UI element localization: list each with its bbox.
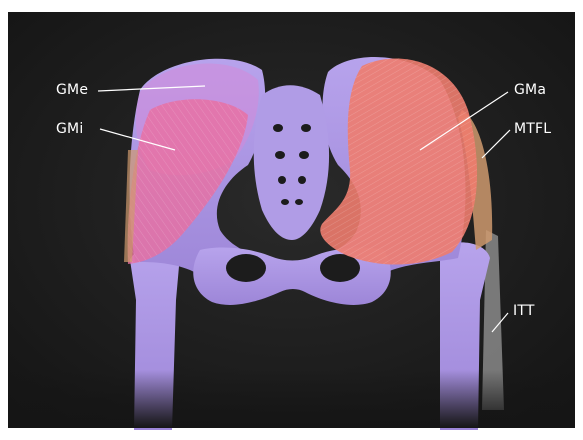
right-obturator-foramen (320, 254, 360, 282)
label-gmi: GMi (56, 121, 83, 137)
bottom-fade (8, 370, 575, 428)
label-gme: GMe (56, 82, 88, 98)
label-itt: ITT (513, 303, 535, 319)
label-mtfl: MTFL (514, 121, 551, 137)
left-obturator-foramen (226, 254, 266, 282)
label-gma: GMa (514, 82, 546, 98)
